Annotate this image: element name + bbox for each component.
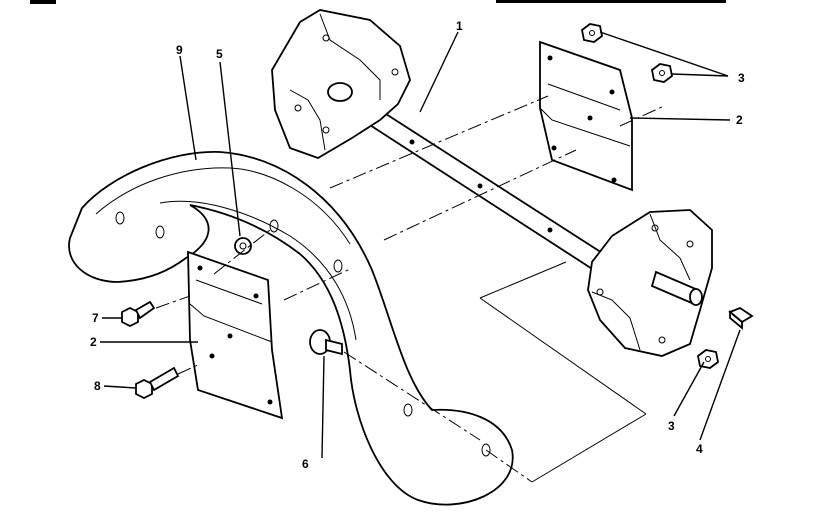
callout-4: 4 (696, 442, 703, 456)
callout-8: 8 (94, 379, 101, 393)
callout-3-top: 3 (738, 71, 745, 85)
callout-3-bottom: 3 (668, 419, 675, 433)
shoulder-bolt (309, 329, 343, 356)
callout-leaders (100, 31, 741, 459)
assembly-phantom-lines (155, 95, 665, 483)
callout-6: 6 (302, 457, 309, 471)
hex-nut-bottom (697, 349, 719, 369)
callout-5: 5 (216, 47, 223, 61)
callout-1: 1 (456, 19, 463, 33)
header-fragments (30, 0, 726, 4)
hex-nut-top-2 (651, 63, 673, 83)
hex-bolt-short (121, 300, 156, 328)
callout-2-right: 2 (736, 113, 743, 127)
scraper-blade-right (539, 40, 633, 192)
callout-7: 7 (92, 311, 99, 325)
callout-9: 9 (176, 43, 183, 57)
hex-nut-top-1 (581, 23, 603, 43)
auger-flight (68, 151, 514, 506)
lower-right-hub-plate (587, 209, 713, 357)
upper-left-hub-plate (271, 9, 411, 159)
scraper-blade-left (187, 250, 284, 420)
woodruff-key (728, 306, 754, 330)
callout-labels: 1 2 2 3 3 4 5 6 7 8 9 (90, 19, 745, 471)
spacer-bushing (234, 237, 252, 255)
hex-bolt-long (135, 366, 180, 400)
callout-2-left: 2 (90, 335, 97, 349)
